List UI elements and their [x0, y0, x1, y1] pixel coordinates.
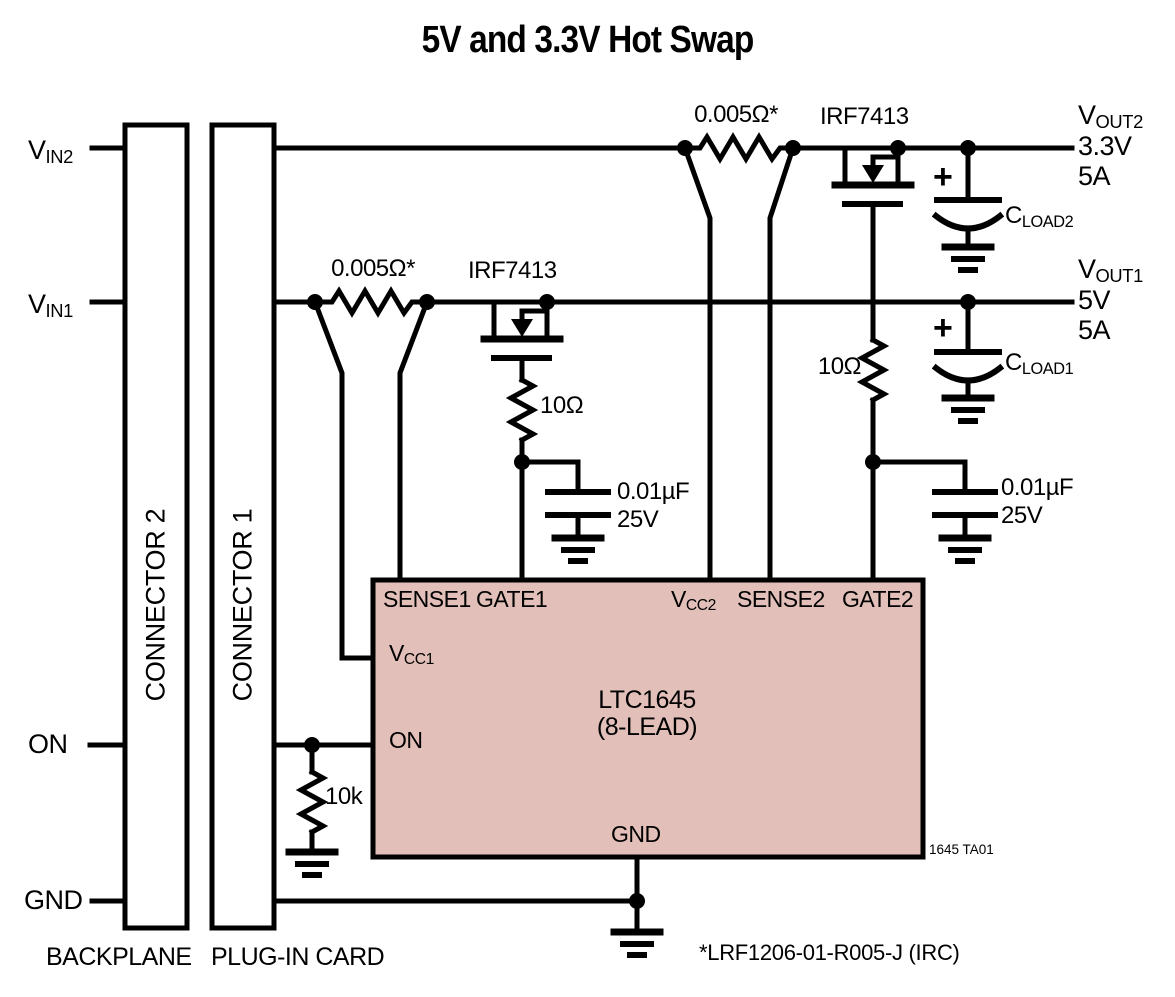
- kelvin-sense-wires-1: [311, 298, 431, 661]
- mosfet-2-label: IRF7413: [820, 103, 909, 130]
- connector1-box: [209, 122, 277, 931]
- kelvin-sense-wires-2: [681, 144, 797, 583]
- gate-resistor-2-label: 10Ω: [817, 353, 862, 380]
- on-pulldown-resistor-label: 10k: [325, 783, 363, 810]
- ground-symbol-main: [610, 928, 664, 958]
- vout1-voltage: 5V: [1078, 285, 1111, 315]
- ic-pin-vcc2: VCC2: [671, 586, 716, 615]
- figure-id: 1645 TA01: [929, 842, 994, 857]
- connector1-label: CONNECTOR 1: [227, 508, 258, 702]
- gate-cap-1-value: 0.01µF: [617, 478, 690, 505]
- cload2-label: CLOAD2: [1005, 202, 1074, 231]
- gate-cap-2-value: 0.01µF: [1001, 474, 1074, 501]
- gate-cap-1-rating: 25V: [617, 506, 659, 533]
- sense-resistor-1-symbol: [312, 286, 430, 318]
- mosfet-1-symbol: [480, 299, 564, 383]
- ic-pin-gnd: GND: [611, 821, 661, 847]
- gnd-label: GND: [24, 885, 83, 915]
- vout1-current: 5A: [1078, 315, 1111, 345]
- vout2-label: VOUT2: [1078, 100, 1143, 133]
- ground-symbol-gate-cap-1: [551, 534, 605, 564]
- gate-resistor-1-symbol: [505, 376, 539, 583]
- ground-symbol-on-pulldown: [285, 848, 339, 878]
- ic-gnd-pin-wire: [610, 854, 664, 958]
- ic-pin-on: ON: [389, 727, 423, 753]
- ic-package: (8-LEAD): [596, 713, 698, 741]
- footnote: *LRF1206-01-R005-J (IRC): [699, 940, 960, 965]
- plug-in-card-caption: PLUG-IN CARD: [211, 943, 385, 971]
- cload1-polarity: +: [933, 309, 953, 347]
- junction-dots: [304, 140, 976, 909]
- ground-symbol-gate-cap-2: [938, 534, 992, 564]
- connector2-box: [122, 122, 190, 931]
- mosfet-2-symbol: [831, 145, 915, 343]
- gate-cap-2-symbol: [870, 459, 998, 564]
- backplane-caption: BACKPLANE: [46, 943, 192, 971]
- gate-cap-1-symbol: [519, 459, 611, 564]
- ic-pin-sense1: SENSE1: [383, 586, 471, 612]
- sense-resistor-1-label: 0.005Ω*: [331, 255, 415, 282]
- body-diode-arrow-icon: [511, 319, 533, 337]
- cload1-label: CLOAD1: [1005, 349, 1074, 378]
- ic-body: [370, 577, 926, 860]
- gate-cap-2-rating: 25V: [1001, 502, 1043, 529]
- cload1-cap-symbol: [931, 299, 1005, 424]
- ic-part-number: LTC1645: [598, 686, 696, 714]
- on-label: ON: [28, 729, 68, 759]
- cload2-polarity: +: [933, 158, 953, 196]
- connector2-label: CONNECTOR 2: [140, 508, 171, 702]
- gate-resistor-1-label: 10Ω: [540, 392, 584, 419]
- mosfet-1-label: IRF7413: [468, 257, 557, 284]
- vin2-label: VIN2: [28, 135, 73, 168]
- vout2-current: 5A: [1078, 161, 1111, 191]
- ic-pin-gate1: GATE1: [476, 586, 548, 612]
- on-pulldown-resistor-symbol: [285, 742, 339, 878]
- body-diode-arrow-icon: [862, 165, 884, 183]
- ground-symbol-cload1: [941, 394, 995, 424]
- cload2-cap-symbol: [931, 145, 1005, 273]
- vin1-label: VIN1: [28, 289, 73, 322]
- vout2-voltage: 3.3V: [1078, 131, 1132, 161]
- page-title: 5V and 3.3V Hot Swap: [421, 19, 755, 61]
- ic-pin-gate2: GATE2: [842, 586, 914, 612]
- ic-pin-sense2: SENSE2: [737, 586, 825, 612]
- gate-resistor-2-symbol: [856, 336, 890, 583]
- ic-pin-vcc1: VCC1: [389, 640, 434, 669]
- sense-resistor-2-label: 0.005Ω*: [694, 101, 778, 128]
- ground-symbol-cload2: [941, 243, 995, 273]
- vout1-label: VOUT1: [1078, 254, 1143, 287]
- sense-resistor-2-symbol: [682, 132, 796, 164]
